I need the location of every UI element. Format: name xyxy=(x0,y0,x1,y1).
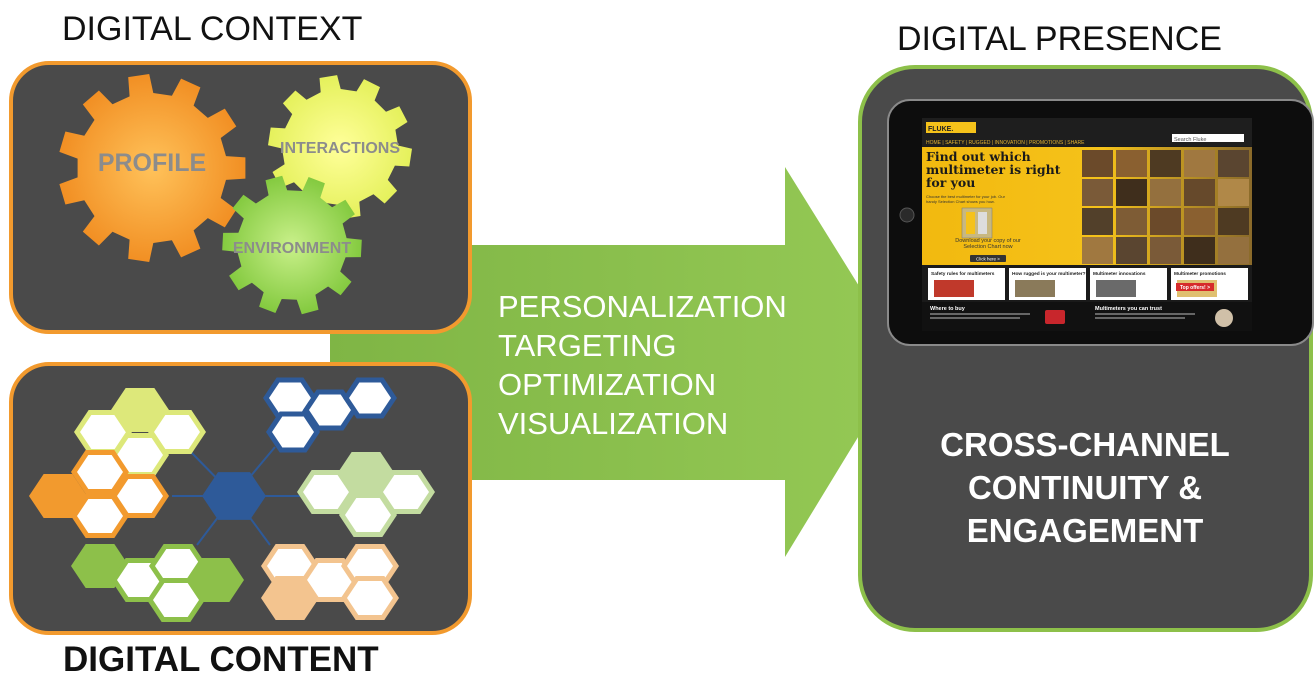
tablet-photo xyxy=(1218,179,1249,206)
hexagon-orange xyxy=(70,494,130,538)
hexagon-green xyxy=(70,544,130,588)
gear-interactions-shape xyxy=(268,75,412,219)
hexagon-blue xyxy=(342,377,398,419)
outcome-line-3: ENGAGEMENT xyxy=(966,512,1204,549)
tablet-photo xyxy=(1116,179,1147,206)
tablet-where-to-buy: Where to buy xyxy=(930,306,966,312)
hexagon-orange xyxy=(28,474,88,518)
tablet-photo xyxy=(1082,150,1113,177)
hexagon-blue xyxy=(302,389,358,431)
outcome-text: CROSS-CHANNEL CONTINUITY & ENGAGEMENT xyxy=(880,423,1290,552)
tablet-tile-label: Multimeter promotions xyxy=(1174,271,1226,277)
tablet-headline: Find out which multimeter is right for y… xyxy=(926,150,1061,190)
tablet-photo xyxy=(1184,179,1215,206)
tablet-tile-label: Safety rules for multimeters xyxy=(931,271,995,277)
tablet-photo xyxy=(1150,237,1181,264)
tablet-photo xyxy=(1116,237,1147,264)
digital-presence-title: DIGITAL PRESENCE xyxy=(897,20,1222,58)
hexagon-peach xyxy=(340,576,400,620)
tablet-photo xyxy=(1150,208,1181,235)
tablet-photo xyxy=(1082,208,1113,235)
tablet-tile-image xyxy=(1015,280,1055,297)
action-targeting: TARGETING xyxy=(498,328,677,363)
hexagon-green xyxy=(185,558,245,602)
tablet-photo xyxy=(1150,179,1181,206)
tablet-search-box xyxy=(1172,134,1244,142)
tablet-tile-label: How rugged is your multimeter? xyxy=(1012,271,1086,277)
gear-profile-shape xyxy=(59,74,246,262)
shopping-basket-icon xyxy=(1045,310,1065,324)
hub-hexagon xyxy=(202,472,266,520)
tablet-nav: HOME | SAFETY | RUGGED | INNOVATION | PR… xyxy=(926,140,1085,146)
tablet-photo xyxy=(1116,150,1147,177)
hexagon-orange xyxy=(70,450,130,494)
fluke-brand: FLUKE. xyxy=(928,126,953,133)
flow-arrow xyxy=(330,167,905,557)
fluke-logo xyxy=(926,122,976,133)
tablet-promo-label: Top offers! > xyxy=(1180,285,1210,291)
tablet-home-button xyxy=(899,207,915,223)
tablet-click-here-label: Click here > xyxy=(976,257,1000,262)
tablet-tile-image xyxy=(1096,280,1136,297)
hexagon-yellow-green xyxy=(147,410,207,454)
tablet-photo xyxy=(1218,208,1249,235)
tablet-photo xyxy=(1184,150,1215,177)
action-optimization: OPTIMIZATION xyxy=(498,367,717,402)
person-photo xyxy=(1215,309,1233,327)
hexagon-light-green xyxy=(376,470,436,514)
environment-label: ENVIRONMENT xyxy=(233,240,351,257)
tablet-photo xyxy=(1218,237,1249,264)
hexagon-peach xyxy=(260,576,320,620)
tablet-tile-image xyxy=(934,280,974,297)
action-visualization: VISUALIZATION xyxy=(498,406,729,441)
digital-context-title: DIGITAL CONTEXT xyxy=(62,10,363,48)
content-hexagon-clusters xyxy=(28,377,436,622)
hexagon-light-green xyxy=(338,493,398,537)
tablet-photo xyxy=(1116,208,1147,235)
tablet-photo xyxy=(1218,150,1249,177)
tablet-photo xyxy=(1184,208,1215,235)
tablet-promo-badge xyxy=(1176,283,1214,291)
tablet-tile-label: Multimeter innovations xyxy=(1093,271,1146,277)
tablet-search-placeholder: Search Fluke xyxy=(1174,137,1206,143)
tablet-photo xyxy=(1150,150,1181,177)
tablet-download-text: Download your copy of our Selection Char… xyxy=(955,238,1021,250)
tablet-device: FLUKE. Search Fluke HOME | SAFETY | RUGG… xyxy=(887,99,1314,346)
profile-label: PROFILE xyxy=(98,149,206,177)
outcome-line-2: CONTINUITY & xyxy=(967,469,1203,506)
interactions-gear-icon xyxy=(268,75,412,219)
tablet-tiles: Safety rules for multimeters How rugged i… xyxy=(928,268,1248,300)
digital-content-title: DIGITAL CONTENT xyxy=(63,640,379,679)
tablet-subtext: Choose the best multimeter for your job.… xyxy=(926,194,1005,204)
profile-gear-icon xyxy=(59,74,246,262)
hexagon-blue xyxy=(265,411,321,453)
interactions-label: INTERACTIONS xyxy=(280,140,400,157)
gear-environment-shape xyxy=(222,175,362,315)
tablet-photo xyxy=(1184,237,1215,264)
tablet-trust-text: Multimeters you can trust xyxy=(1095,306,1162,312)
environment-gear-icon xyxy=(222,175,362,315)
tablet-photo xyxy=(1082,237,1113,264)
action-personalization: PERSONALIZATION xyxy=(498,289,787,324)
tablet-photo xyxy=(1082,179,1113,206)
outcome-line-1: CROSS-CHANNEL xyxy=(940,426,1230,463)
tablet-photo-grid xyxy=(1082,150,1249,264)
actions-list: PERSONALIZATION TARGETING OPTIMIZATION V… xyxy=(498,287,787,443)
tablet-click-here-button xyxy=(970,255,1006,262)
